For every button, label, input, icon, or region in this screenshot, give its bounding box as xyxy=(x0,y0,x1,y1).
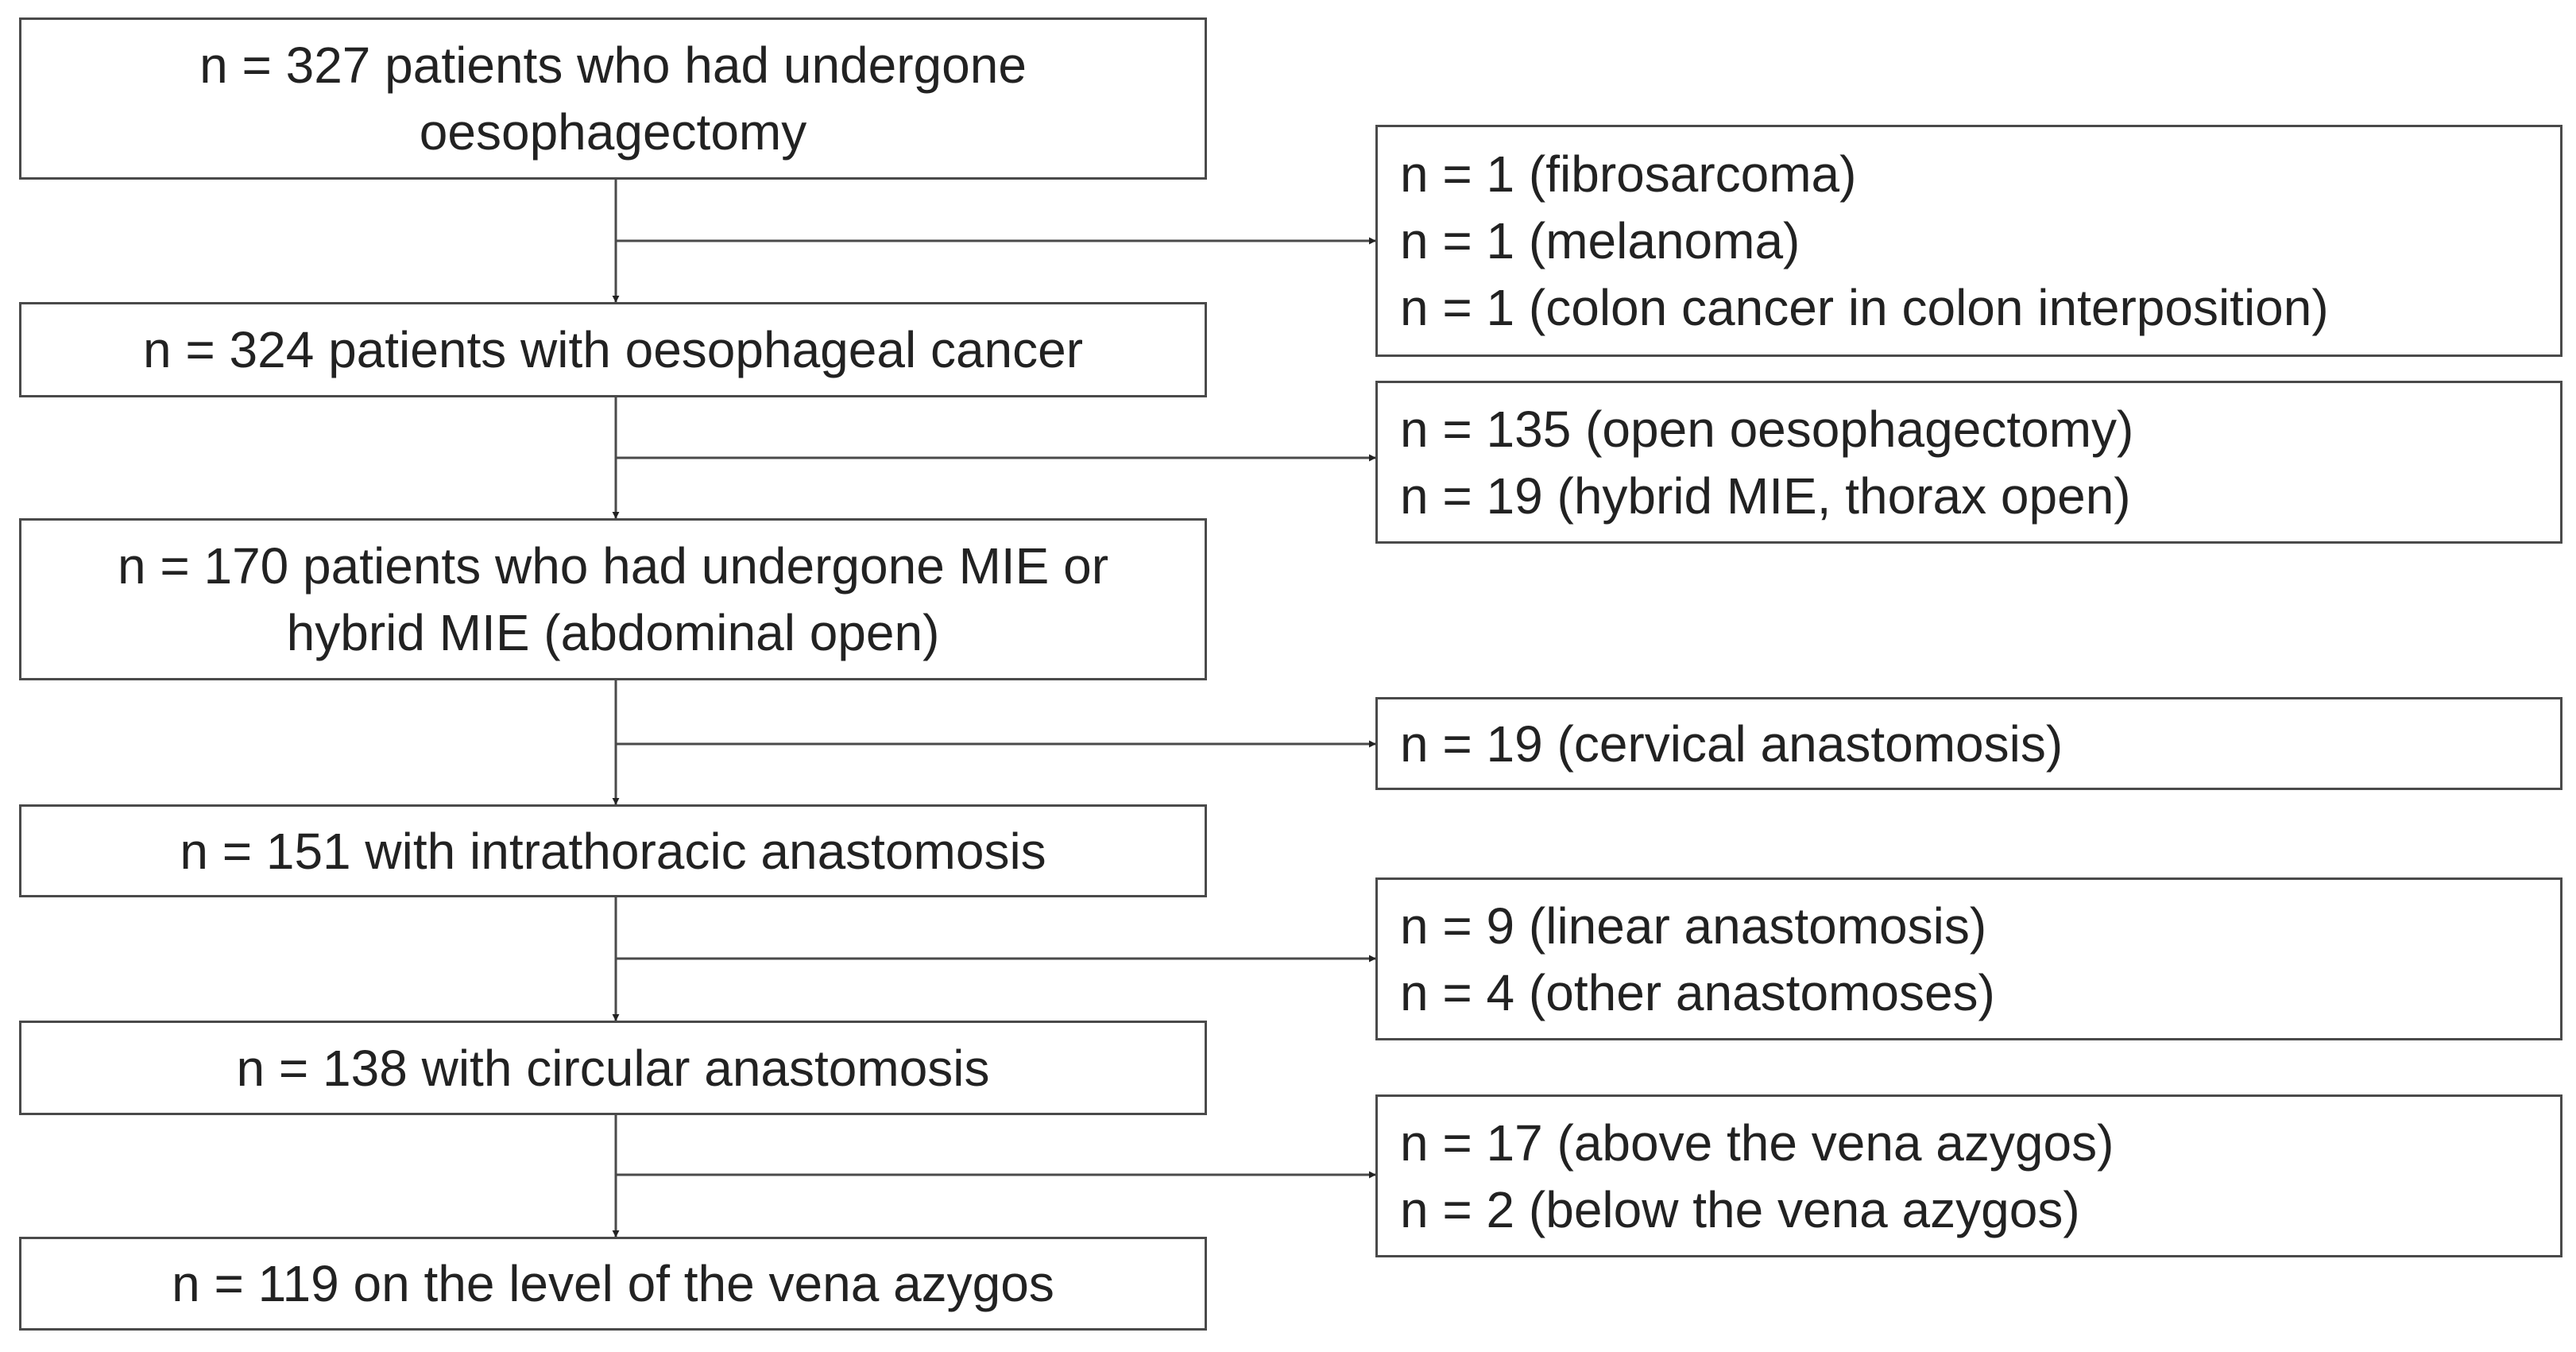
exclusion-box-vena-azygos: n = 17 (above the vena azygos) n = 2 (be… xyxy=(1375,1094,2562,1257)
main-box-total-oesophagectomy: n = 327 patients who had undergone oesop… xyxy=(19,17,1207,180)
box-text-line: hybrid MIE (abdominal open) xyxy=(286,604,940,661)
exclusion-box-open: n = 135 (open oesophagectomy) n = 19 (hy… xyxy=(1375,381,2562,544)
box-text-line: n = 138 with circular anastomosis xyxy=(236,1039,990,1097)
main-box-circular: n = 138 with circular anastomosis xyxy=(19,1021,1207,1115)
exclusion-box-other-anastomoses: n = 9 (linear anastomosis) n = 4 (other … xyxy=(1375,877,2562,1040)
box-text-line: n = 2 (below the vena azygos) xyxy=(1400,1180,2080,1238)
main-box-mie-hybrid: n = 170 patients who had undergone MIE o… xyxy=(19,518,1207,680)
box-text-line: n = 151 with intrathoracic anastomosis xyxy=(180,822,1046,880)
box-text-line: n = 17 (above the vena azygos) xyxy=(1400,1114,2114,1172)
box-text-line: n = 19 (hybrid MIE, thorax open) xyxy=(1400,467,2131,525)
box-text-line: oesophagectomy xyxy=(419,103,807,161)
main-box-oesophageal-cancer: n = 324 patients with oesophageal cancer xyxy=(19,302,1207,397)
box-text-line: n = 19 (cervical anastomosis) xyxy=(1400,715,2064,773)
box-text-line: n = 170 patients who had undergone MIE o… xyxy=(117,537,1109,595)
main-box-vena-azygos-level: n = 119 on the level of the vena azygos xyxy=(19,1237,1207,1331)
exclusion-box-cervical: n = 19 (cervical anastomosis) xyxy=(1375,697,2562,790)
box-text-line: n = 135 (open oesophagectomy) xyxy=(1400,400,2134,458)
box-text-line: n = 9 (linear anastomosis) xyxy=(1400,897,1987,955)
box-text-line: n = 1 (melanoma) xyxy=(1400,212,1800,269)
box-text-line: n = 119 on the level of the vena azygos xyxy=(172,1255,1054,1312)
box-text-line: n = 1 (colon cancer in colon interpositi… xyxy=(1400,279,2329,336)
box-text-line: n = 4 (other anastomoses) xyxy=(1400,963,1995,1021)
main-box-intrathoracic: n = 151 with intrathoracic anastomosis xyxy=(19,804,1207,897)
box-text-line: n = 324 patients with oesophageal cancer xyxy=(142,321,1084,378)
box-text-line: n = 327 patients who had undergone xyxy=(199,37,1027,94)
exclusion-box-non-oesophageal: n = 1 (fibrosarcoma) n = 1 (melanoma) n … xyxy=(1375,125,2562,357)
box-text-line: n = 1 (fibrosarcoma) xyxy=(1400,145,1857,203)
